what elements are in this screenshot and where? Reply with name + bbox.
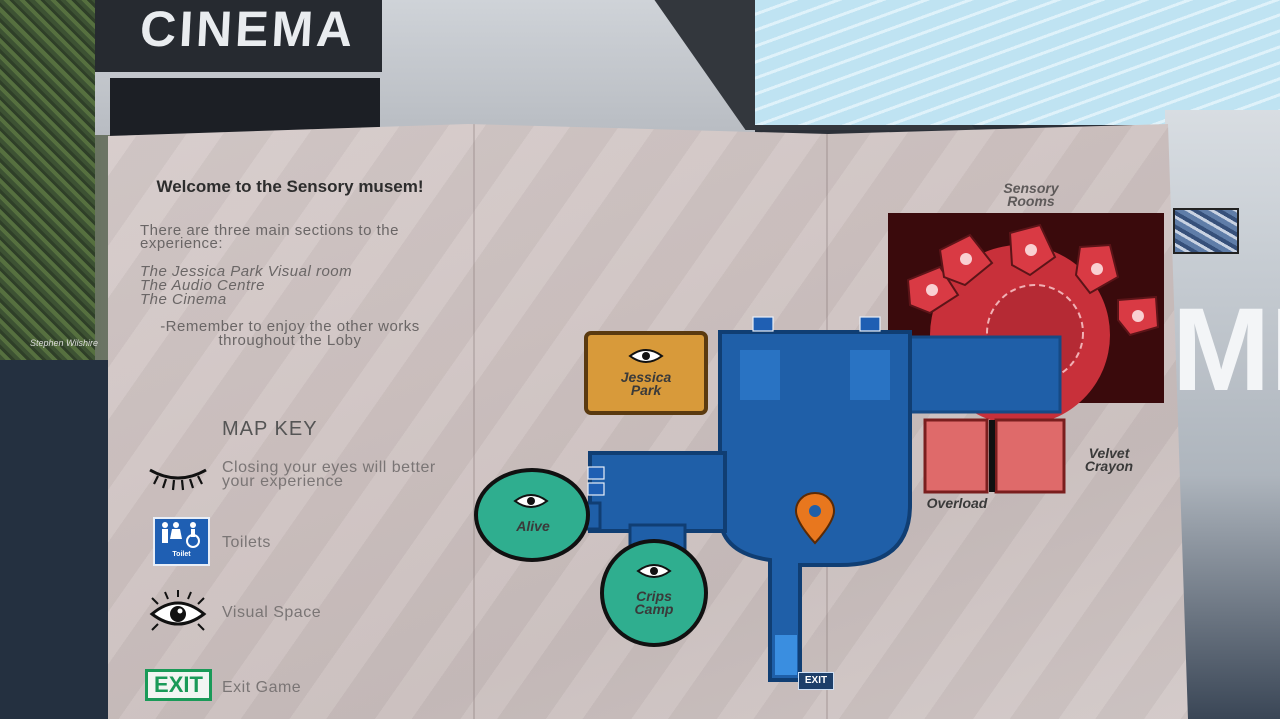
location-pin-icon (794, 491, 836, 545)
toilet-icon (752, 316, 774, 332)
crips-camp-label: Crips Camp (634, 588, 674, 617)
paper-fold (473, 124, 475, 719)
map-key-title: MAP KEY (222, 418, 318, 440)
toilet-icon (587, 466, 605, 480)
eye-icon (513, 494, 549, 508)
welcome-title: Welcome to the Sensory musem! (156, 177, 424, 196)
eye-icon (149, 590, 207, 631)
jessica-park-label: Jessica Park (620, 369, 672, 398)
alive-label: Alive (516, 518, 550, 534)
toilet-icon-text: Toilet (172, 551, 191, 558)
overload-label: Overload (926, 495, 988, 511)
jessica-park-room (584, 331, 708, 415)
reminder-text: -Remember to enjoy the other works throu… (160, 318, 420, 349)
wall-sign-text: ME (1172, 284, 1280, 416)
section-item: The Cinema (140, 291, 227, 308)
velvet-crayon-room (994, 418, 1066, 494)
exit-game-button[interactable]: Exit Game (222, 679, 302, 696)
toilet-icon (859, 316, 881, 332)
intro-text: There are three main sections to the exp… (140, 222, 399, 252)
floor-plan (474, 213, 1164, 682)
section-item: The Jessica Park Visual room (140, 263, 353, 280)
toilets-key-label: Toilets (222, 534, 271, 551)
glass-ceiling (755, 0, 1280, 125)
visual-space-key-label: Visual Space (222, 604, 322, 621)
west-wing (588, 451, 727, 533)
wall-painting (1173, 208, 1239, 254)
east-corridor (908, 335, 1062, 414)
map-exit-marker: EXIT (798, 672, 834, 690)
toilet-icon (587, 482, 605, 496)
exit-sign-icon: EXIT (145, 669, 212, 701)
section-item: The Audio Centre (140, 277, 266, 294)
cinema-sign (95, 0, 382, 72)
sensory-rooms-label: Sensory Rooms (1003, 180, 1059, 209)
artwork-signature: Stephen Wilshire (30, 338, 98, 348)
sections-list: The Jessica Park Visual room The Audio C… (140, 263, 440, 308)
crips-camp-room (600, 539, 708, 647)
overload-room (923, 418, 989, 494)
lobby-floor (0, 360, 110, 719)
velvet-crayon-label: Velvet Crayon (1084, 445, 1134, 474)
cinema-sign-text: CINEMA (138, 1, 357, 57)
toilet-figures-icon (162, 522, 200, 548)
eye-icon (628, 349, 664, 363)
eye-icon (636, 564, 672, 578)
alive-room (474, 468, 590, 562)
closed-eye-icon (149, 468, 207, 491)
cinema-doorway (110, 78, 380, 138)
closed-eyes-key-label: Closing your eyes will better your exper… (222, 459, 436, 490)
living-wall-artwork (0, 0, 95, 360)
toilet-icon: Toilet (153, 517, 210, 566)
